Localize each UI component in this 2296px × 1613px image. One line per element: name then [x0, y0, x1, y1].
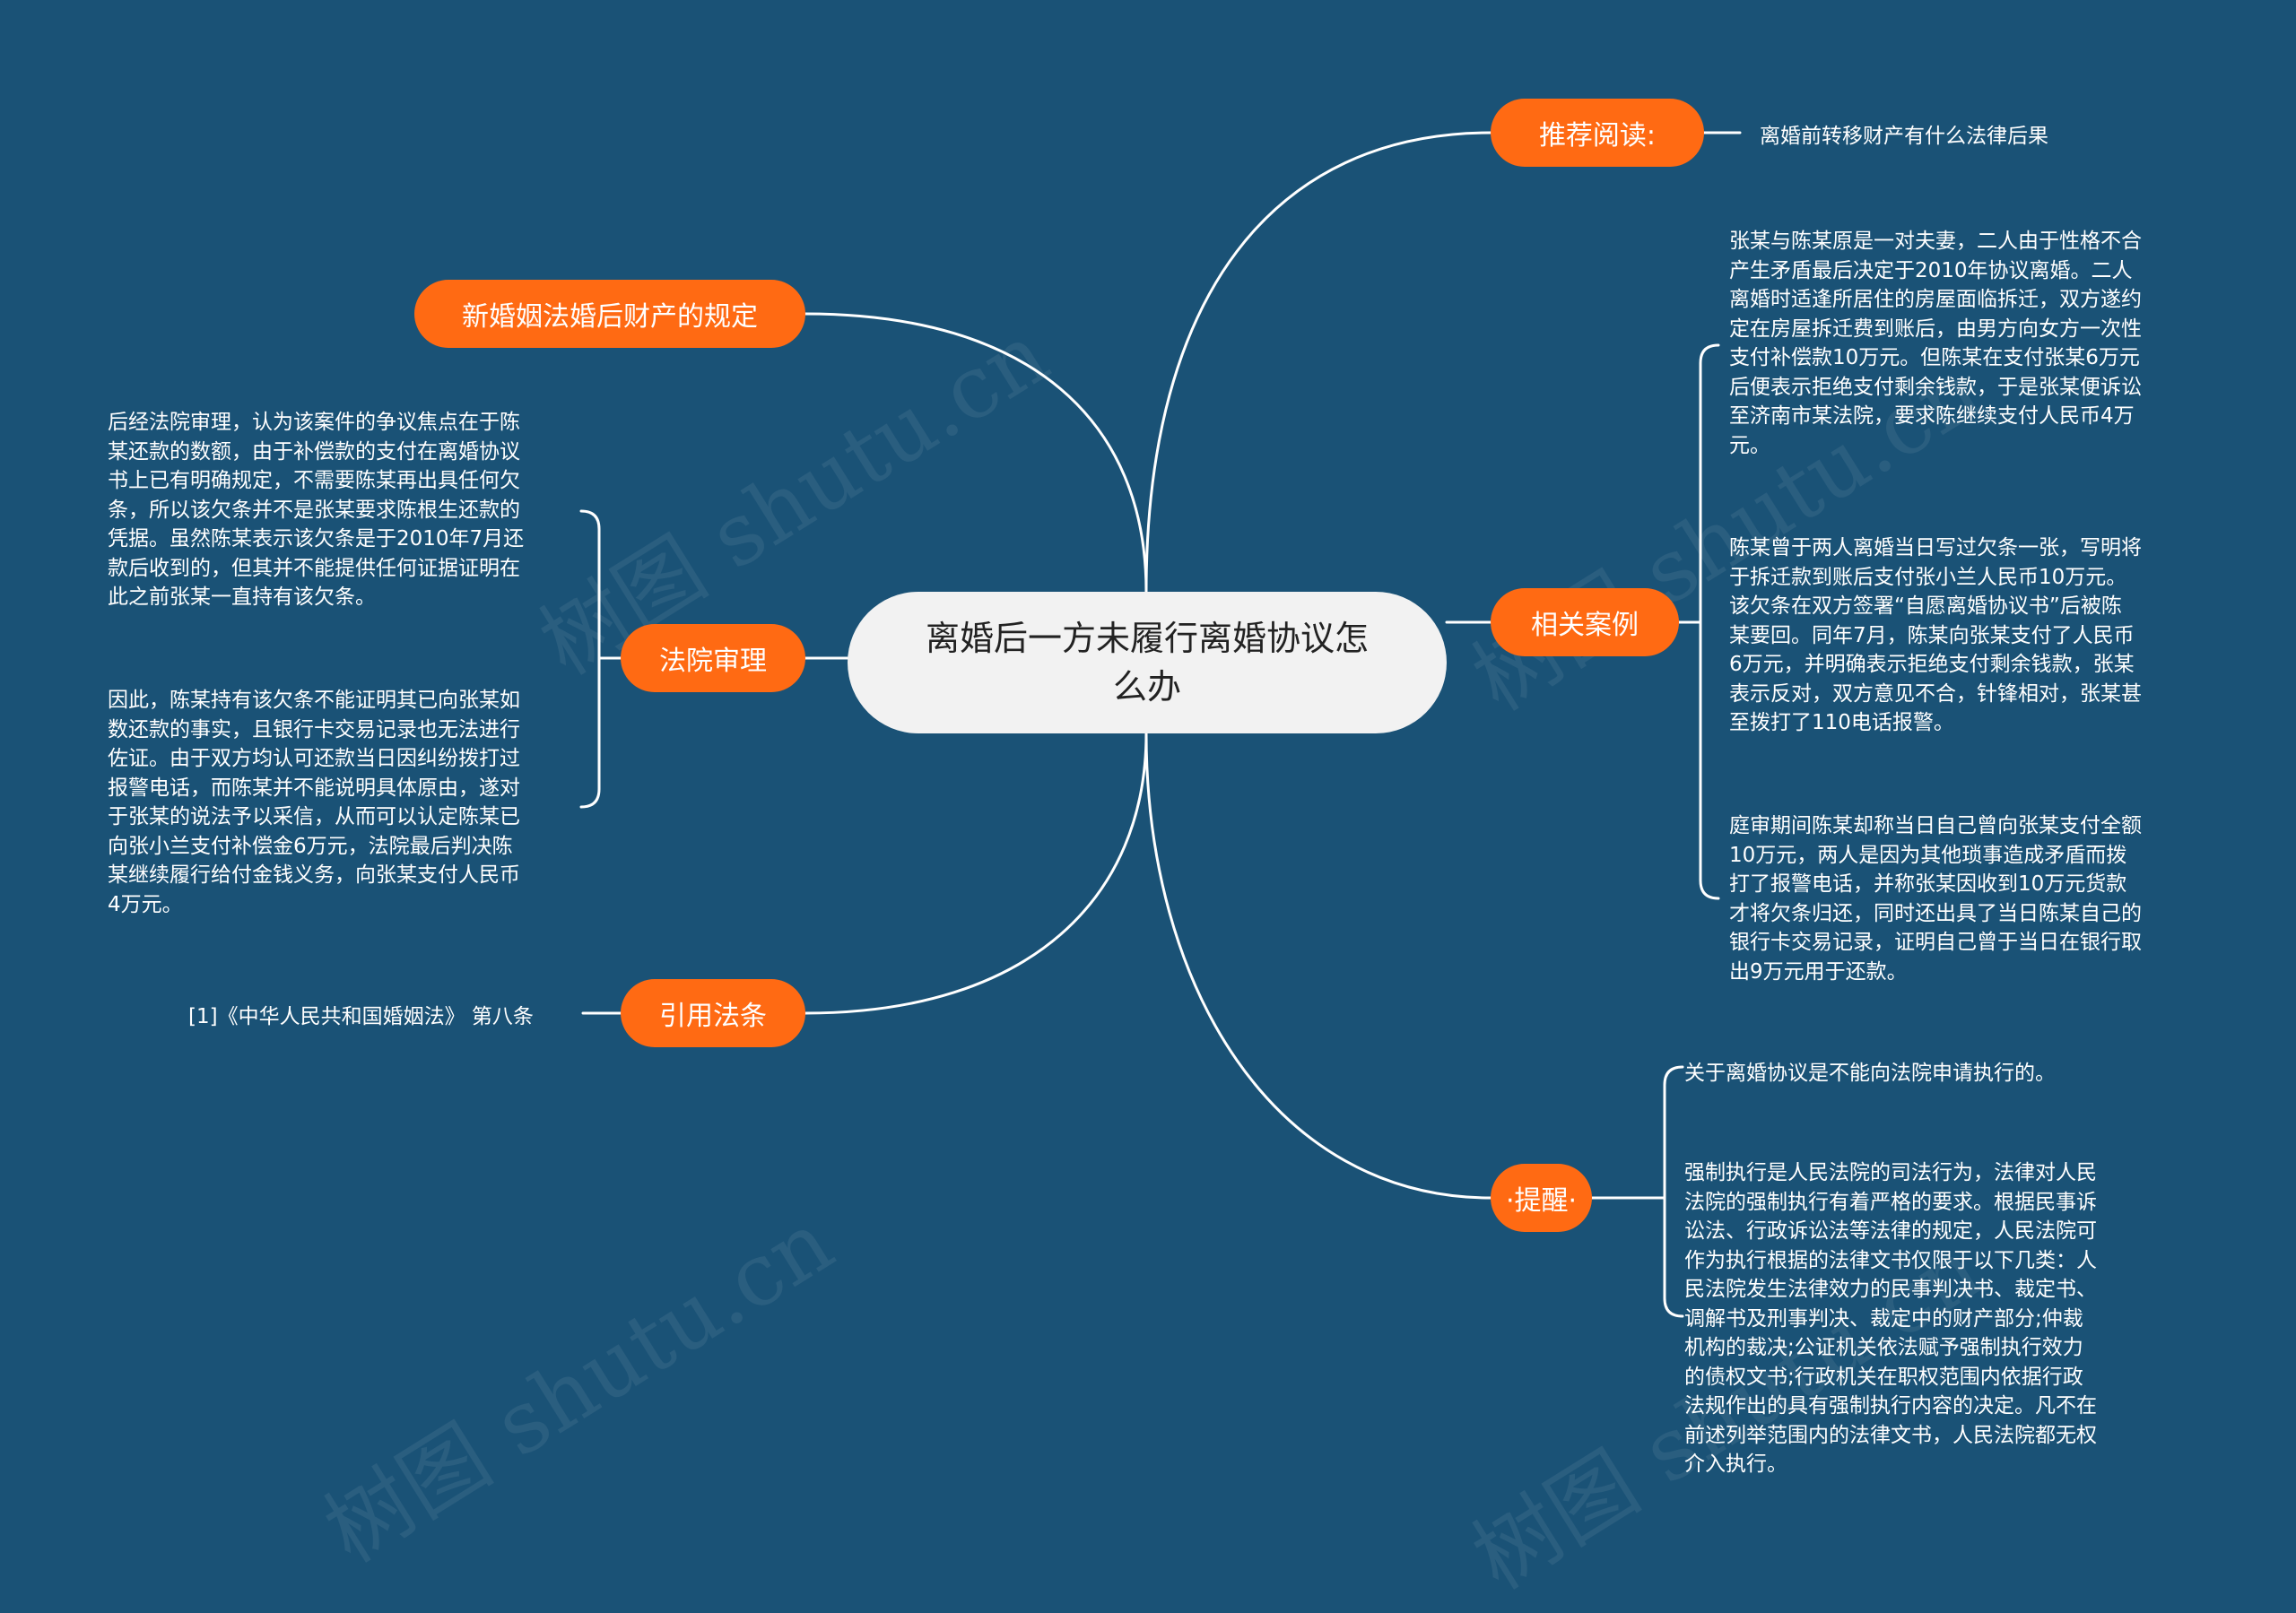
- node-recommend-label: 推荐阅读:: [1538, 120, 1657, 152]
- cases-text-2: 陈某曾于两人离婚当日写过欠条一张，写明将 于拆迁款到账后支付张小兰人民币10万元…: [1729, 536, 2142, 734]
- court-text-2: 因此，陈某持有该欠条不能证明其已向张某如 数还款的事实，且银行卡交易记录也无法进…: [108, 689, 520, 916]
- link-court-bracket: [579, 509, 622, 809]
- reminder-text-2: 强制执行是人民法院的司法行为，法律对人民 法院的强制执行有着严格的要求。根据民事…: [1684, 1161, 2097, 1476]
- node-cases-label: 相关案例: [1531, 610, 1639, 641]
- node-cases[interactable]: 相关案例: [1491, 588, 1679, 656]
- link-cases-bracket: [1677, 343, 1720, 900]
- node-law-label: 引用法条: [659, 1001, 767, 1032]
- node-court-label: 法院审理: [659, 646, 767, 677]
- reminder-text-1: 关于离婚协议是不能向法院申请执行的。: [1684, 1062, 2056, 1085]
- cases-text-1: 张某与陈某原是一对夫妻，二人由于性格不合 产生矛盾最后决定于2010年协议离婚。…: [1729, 230, 2142, 457]
- cases-text-3: 庭审期间陈某却称当日自己曾向张某支付全额 10万元，两人是因为其他琐事造成矛盾而…: [1729, 814, 2142, 984]
- node-reminder-label: ·提醒·: [1505, 1185, 1578, 1217]
- link-center-recommend: [1144, 131, 1492, 594]
- link-center-newlaw: [804, 312, 1148, 594]
- node-law[interactable]: 引用法条: [621, 979, 805, 1047]
- node-court[interactable]: 法院审理: [621, 624, 805, 692]
- central-topic[interactable]: 离婚后一方未履行离婚协议怎么办: [848, 592, 1447, 733]
- node-recommend[interactable]: 推荐阅读:: [1491, 99, 1704, 167]
- link-reminder-bracket: [1590, 1065, 1684, 1318]
- court-text-1: 后经法院审理，认为该案件的争议焦点在于陈 某还款的数额，由于补偿款的支付在离婚协…: [108, 411, 525, 609]
- node-new-law[interactable]: 新婚姻法婚后财产的规定: [414, 280, 805, 348]
- node-new-law-label: 新婚姻法婚后财产的规定: [462, 301, 758, 333]
- law-leaf[interactable]: [1]《中华人民共和国婚姻法》 第八条: [188, 1005, 534, 1028]
- recommend-leaf[interactable]: 离婚前转移财产有什么法律后果: [1760, 125, 2048, 148]
- central-topic-label: 离婚后一方未履行离婚协议怎么办: [925, 619, 1369, 707]
- link-center-reminder: [1144, 732, 1492, 1200]
- link-center-law: [804, 732, 1148, 1015]
- node-reminder[interactable]: ·提醒·: [1491, 1164, 1592, 1232]
